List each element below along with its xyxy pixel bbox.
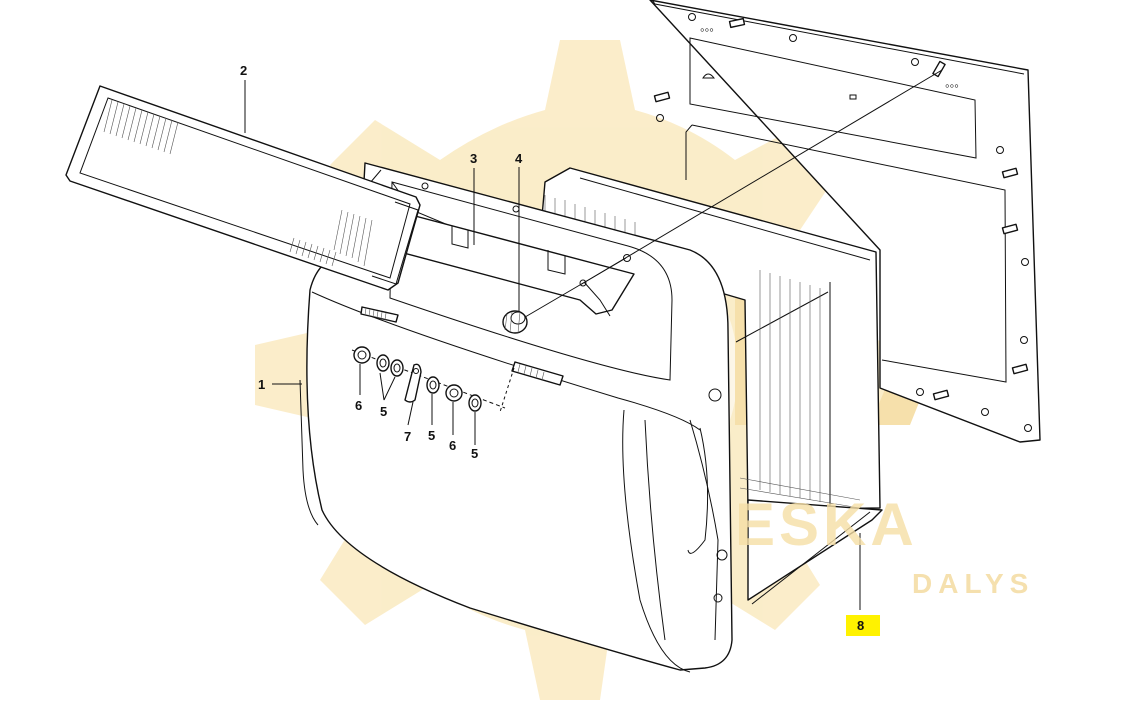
watermark-text-primary: ESKA — [735, 491, 918, 558]
washer-5-c — [426, 376, 440, 394]
watermark-text-secondary: DALYS — [912, 568, 1034, 599]
callout-6-b: 6 — [449, 438, 456, 453]
svg-text:◦◦◦: ◦◦◦ — [945, 78, 959, 93]
nut-6-left — [353, 346, 371, 364]
callout-5-c: 5 — [471, 446, 478, 461]
callout-8: 8 — [857, 618, 864, 633]
part-main-housing — [299, 162, 733, 673]
part-cover-panel — [65, 85, 421, 291]
clip-7 — [404, 363, 422, 403]
plate-studs — [653, 17, 1029, 401]
washer-5-a — [376, 354, 390, 372]
callout-5-a: 5 — [380, 404, 387, 419]
callout-1: 1 — [258, 377, 265, 392]
leader-lines — [244, 80, 520, 445]
callout-7: 7 — [404, 429, 411, 444]
callout-4: 4 — [515, 151, 523, 166]
plate-screw-holes — [656, 13, 1032, 432]
cover-hatching — [103, 99, 373, 267]
callout-6-a: 6 — [355, 398, 362, 413]
callout-3: 3 — [470, 151, 477, 166]
callout-5-b: 5 — [428, 428, 435, 443]
nut-6-right — [445, 384, 463, 402]
part-fastener-stack — [351, 346, 506, 412]
callout-labels: 1 2 3 4 5 5 5 6 6 7 8 — [240, 63, 864, 633]
washer-5-d — [468, 394, 482, 412]
watermark-text: ESKA DALYS — [735, 491, 1034, 599]
callout-8-highlight — [846, 615, 880, 636]
part-knob — [502, 310, 528, 334]
callout-2: 2 — [240, 63, 247, 78]
svg-text:◦◦◦: ◦◦◦ — [700, 22, 714, 37]
washer-5-b — [390, 359, 404, 377]
part-back-mounting-plate: ◦◦◦ ◦◦◦ — [649, 0, 1041, 443]
